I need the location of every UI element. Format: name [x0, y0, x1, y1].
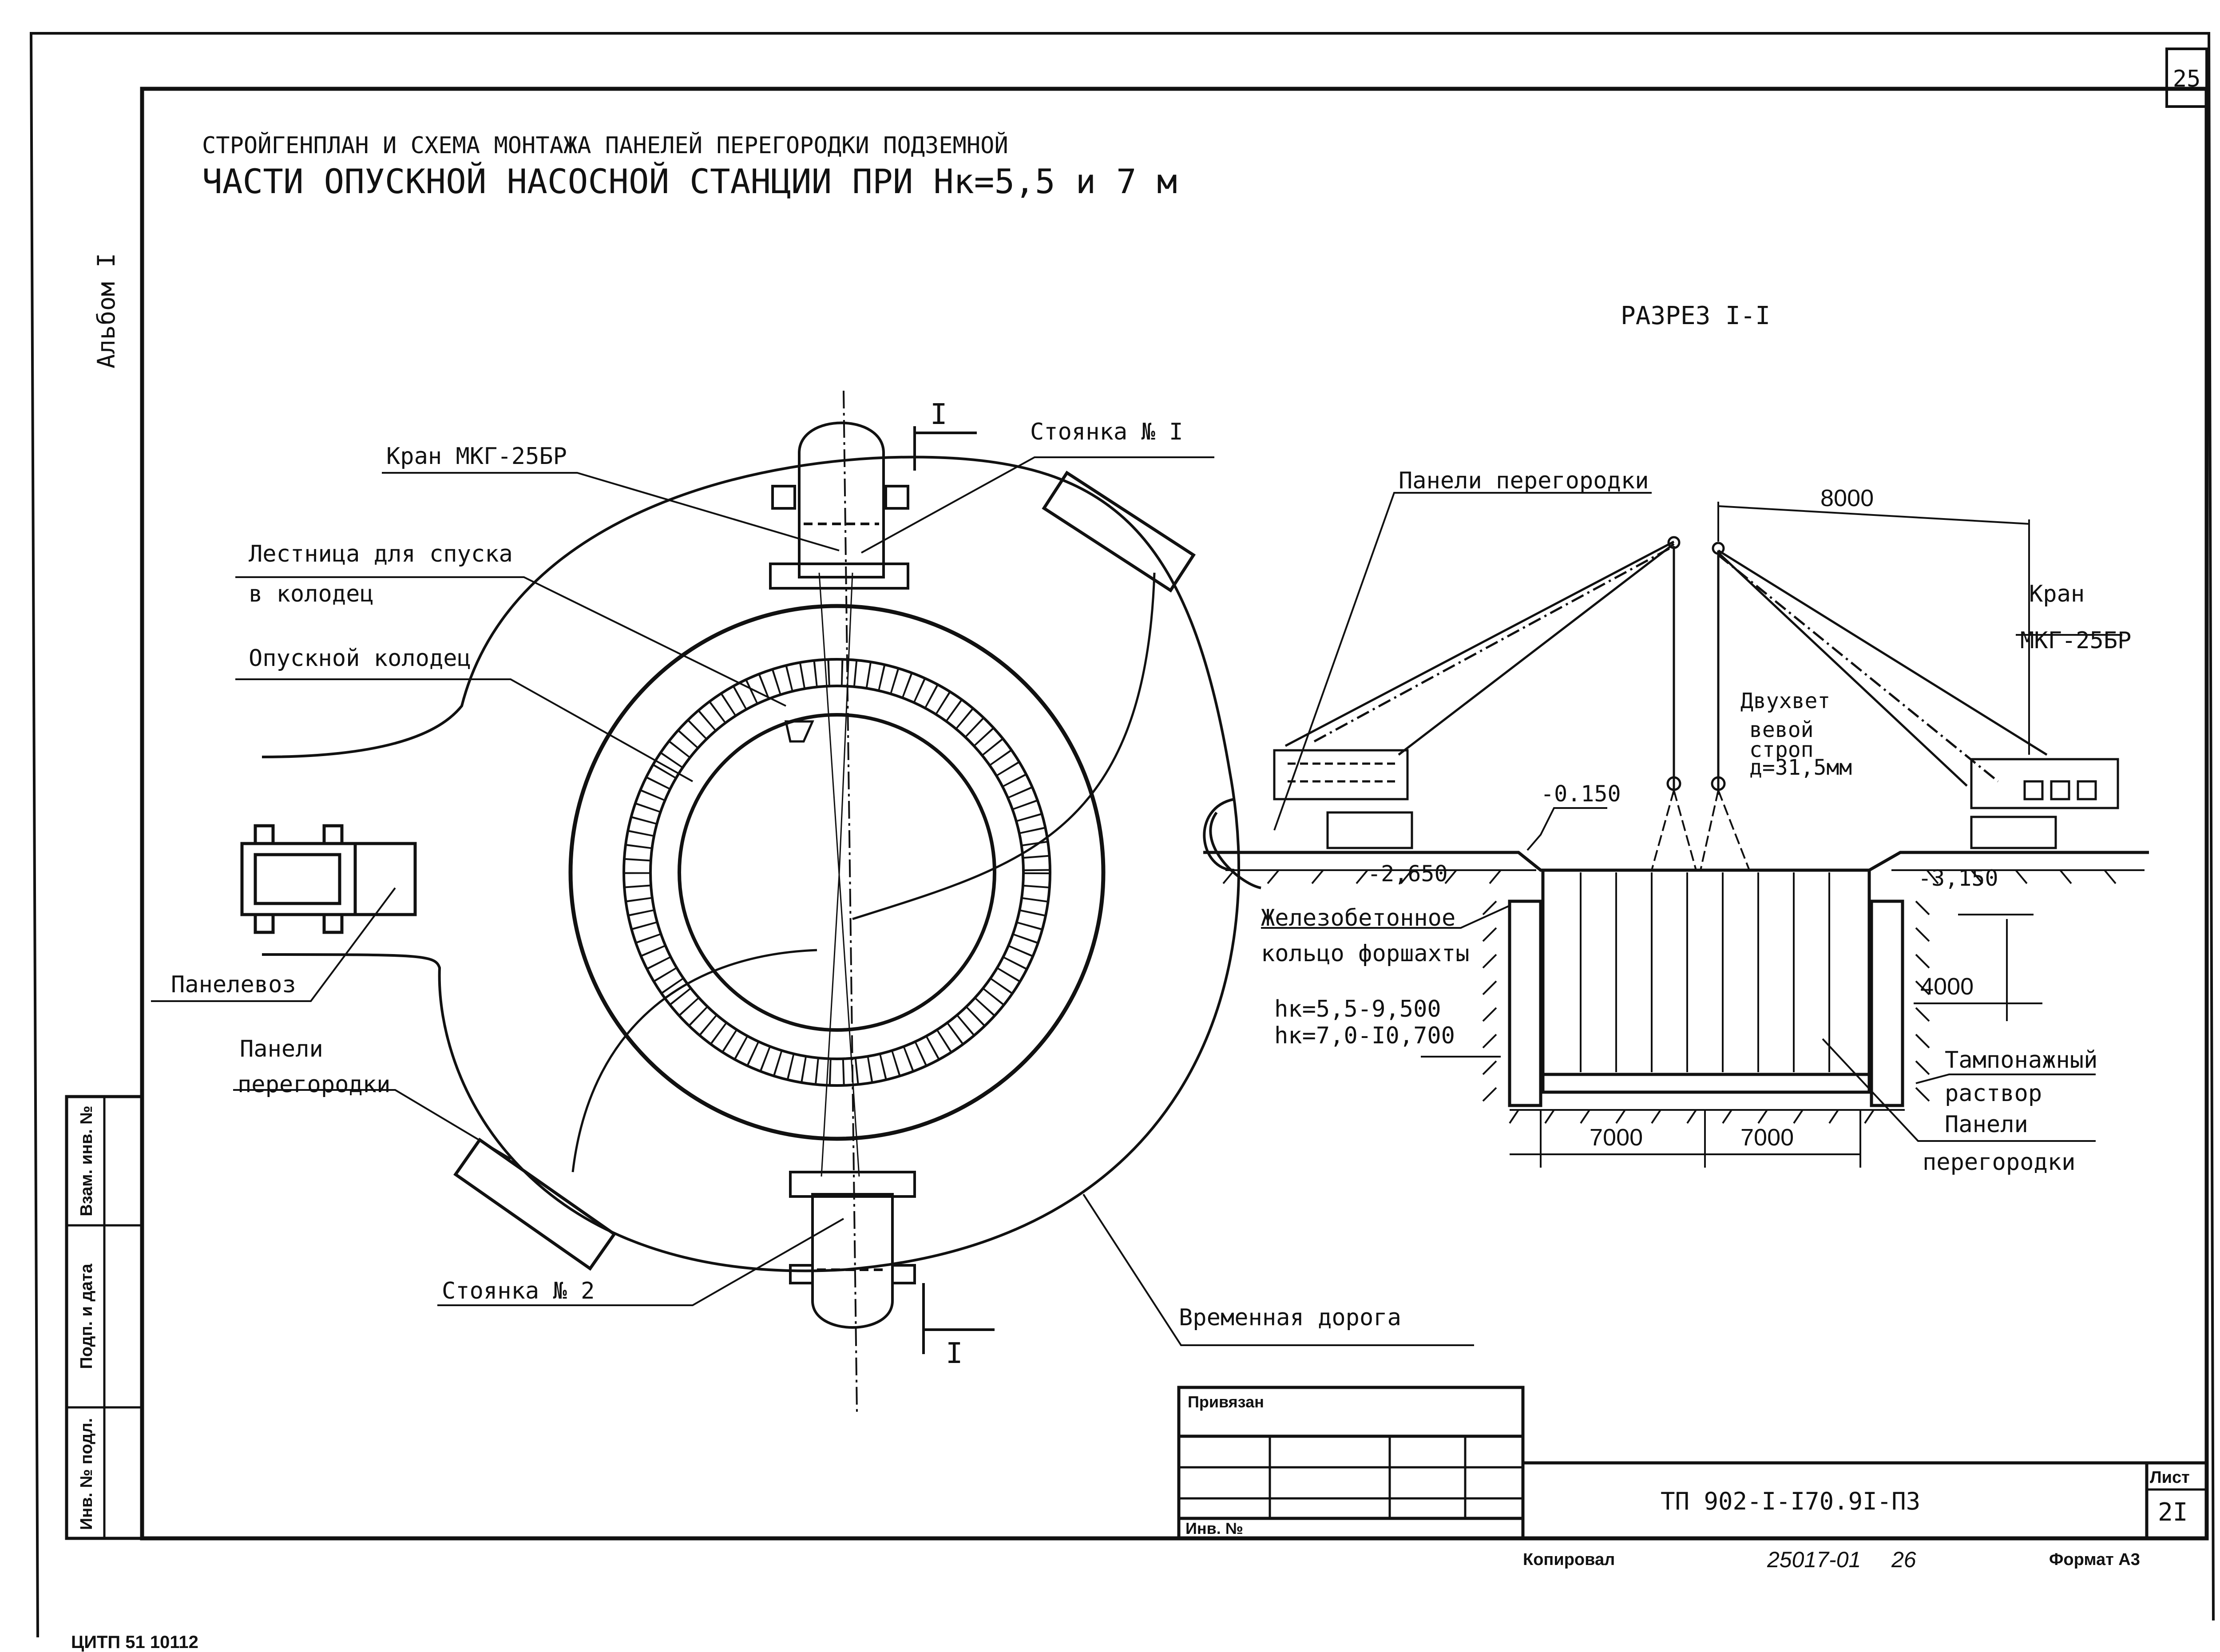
well-ticks [624, 659, 1050, 1085]
section-leaders [1261, 492, 2122, 1142]
tb-format: Формат А3 [2049, 1550, 2140, 1569]
section-mark-bottom-label: I [946, 1337, 963, 1370]
title-line-2: ЧАСТИ ОПУСКНОЙ НАСОСНОЙ СТАНЦИИ ПРИ Нк=5… [202, 161, 1177, 201]
label-panels2-2: перегородки [1923, 1149, 2075, 1176]
label-panel-truck: Панелевоз [171, 971, 296, 998]
label-crane-section-2: МКГ-25БР [2020, 627, 2131, 654]
dim-4000-label: 4000 [1920, 973, 1974, 1000]
tb-copied: Копировал [1523, 1550, 1615, 1569]
label-ladder-2: в колодец [249, 581, 374, 607]
label-sling-3: строп [1749, 737, 1814, 762]
label-temporary-road: Временная дорога [1179, 1304, 1401, 1331]
side-stamp-sign-date: Подп. и дата [77, 1264, 96, 1369]
album-label: Альбом I [92, 253, 120, 368]
panel-stack-bottom [453, 1137, 617, 1271]
tb-sheet-label: Лист [2150, 1468, 2190, 1487]
tb-handwritten-2: 26 [1891, 1547, 1916, 1572]
road-branch [852, 572, 1156, 920]
label-panels-1: Панели [240, 1036, 323, 1062]
label-crane-mkg: Кран МКГ-25БР [386, 443, 567, 470]
footer-code: ЦИТП 51 10112 [71, 1632, 198, 1652]
road-branch-2 [571, 949, 817, 1173]
soil-hatch [1222, 869, 2117, 1124]
section-mark-bottom [922, 1283, 995, 1354]
ground-line [1203, 851, 2149, 872]
label-ring-2: кольцо форшахты [1261, 940, 1470, 967]
temporary-road [262, 456, 1240, 1272]
section-mark-top [913, 426, 977, 471]
tb-sheet-no: 2I [2158, 1498, 2188, 1527]
panel-stack-top [1042, 471, 1196, 593]
dim-7000b-label: 7000 [1740, 1124, 1794, 1151]
ladder-icon [784, 720, 814, 743]
label-parking-2: Стоянка № 2 [442, 1278, 595, 1304]
label-hk-1: hк=5,5-9,500 [1274, 996, 1441, 1022]
side-stamp-replace-inv: Взам. инв. № [77, 1105, 96, 1216]
label-ladder-1: Лестница для спуска [249, 541, 513, 567]
label-sinking-well: Опускной колодец [249, 645, 471, 672]
partition-panels [1580, 872, 1830, 1072]
crane-parking-2 [789, 1171, 916, 1329]
plan-leaders [151, 456, 1474, 1346]
dim-7000 [1510, 1110, 1861, 1168]
dim-8000-label: 8000 [1820, 485, 1874, 511]
section-crane-left [1273, 536, 1681, 849]
sheet-frame [29, 32, 2215, 1638]
corner-page-number: 25 [2173, 66, 2201, 92]
crane-parking-1 [769, 421, 909, 590]
dim-4000 [1914, 919, 2042, 1021]
shaft [1508, 868, 1904, 1107]
label-partition-panels: Панели перегородки [1399, 467, 1649, 494]
dim-8000 [1717, 502, 2030, 755]
tb-bound: Привязан [1188, 1393, 1264, 1411]
label-grout-1: Тампонажный [1945, 1047, 2097, 1074]
plan-view: I I Кран МКГ-25БР Стоянка № I Лестница д… [151, 390, 1474, 1412]
label-hk-2: hк=7,0-I0,700 [1274, 1022, 1455, 1049]
tb-doc-code: ТП 902-I-I70.9I-ПЗ [1661, 1487, 1920, 1515]
section-mark-top-label: I [930, 398, 947, 431]
tb-inv: Инв. № [1185, 1519, 1243, 1537]
panel-truck [240, 824, 417, 934]
dim-7000a-label: 7000 [1590, 1124, 1643, 1151]
level-minus-0150: -0.150 [1541, 781, 1621, 807]
label-panels-2: перегородки [238, 1071, 390, 1098]
label-ring-1: Железобетонное [1261, 905, 1455, 931]
section-title: РАЗРЕЗ I-I [1621, 301, 1770, 330]
well-outer-ring [568, 604, 1106, 1141]
section-crane-right [1711, 542, 2119, 849]
well-ring-3 [649, 685, 1025, 1060]
level-minus-3150: -3,150 [1918, 865, 1998, 891]
level-minus-2650: -2,650 [1368, 861, 1448, 887]
side-stamp-orig-inv: Инв. № подл. [77, 1418, 96, 1530]
title-line-1: СТРОЙГЕНПЛАН И СХЕМА МОНТАЖА ПАНЕЛЕЙ ПЕР… [202, 132, 1008, 159]
label-crane-section-1: Кран [2029, 581, 2085, 607]
title-block [1177, 1386, 2208, 1540]
well-ring-2 [622, 658, 1051, 1087]
label-grout-2: раствор [1945, 1080, 2042, 1107]
label-sling-2: вевой [1749, 717, 1814, 742]
tb-handwritten: 25017-01 [1767, 1547, 1861, 1572]
label-parking-1: Стоянка № I [1030, 419, 1183, 445]
label-panels2-1: Панели [1945, 1111, 2028, 1138]
section-view: РАЗРЕЗ I-I [1203, 301, 2149, 1176]
well-inner-ring [678, 713, 996, 1032]
label-sling-1: Двухвет [1740, 689, 1830, 713]
label-sling-4: д=31,5мм [1749, 755, 1852, 780]
